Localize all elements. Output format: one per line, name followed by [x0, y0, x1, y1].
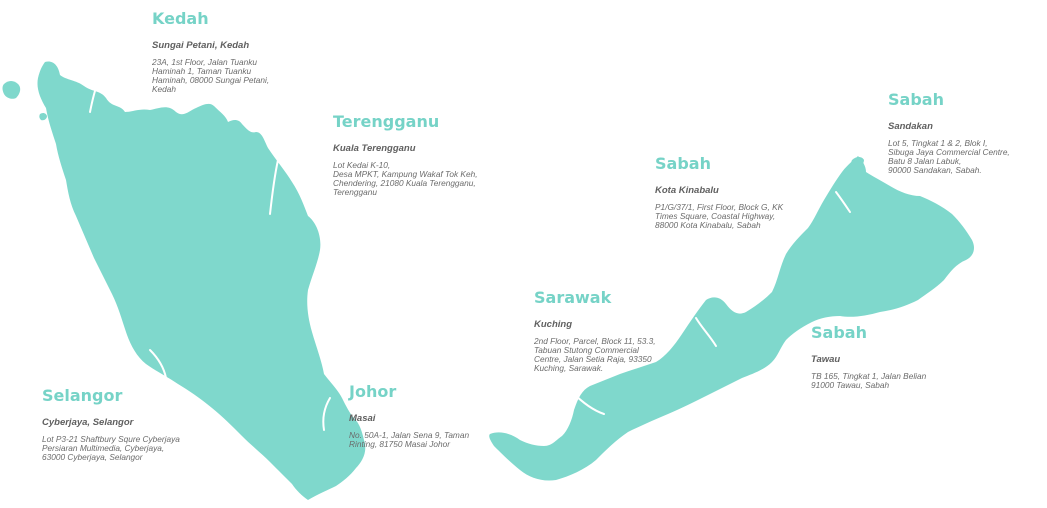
- langkawi-island: [2, 81, 21, 99]
- location-tawau: Sabah Tawau TB 165, Tingkat 1, Jalan Bel…: [811, 323, 926, 390]
- state-label: Sabah: [811, 323, 867, 342]
- sabah-interior-border: [835, 191, 851, 213]
- location-kota-kinabalu: Sabah Kota Kinabalu P1/G/37/1, First Flo…: [655, 154, 783, 230]
- selangor-border: [149, 349, 167, 379]
- terengganu-border: [269, 159, 279, 215]
- city-label: Kuala Terengganu: [333, 143, 416, 154]
- banggi-island: [851, 157, 864, 168]
- address-text: Lot Kedai K-10, Desa MPKT, Kampung Wakaf…: [333, 160, 478, 197]
- state-label: Johor: [349, 382, 397, 401]
- city-label: Kuching: [534, 319, 572, 330]
- sarawak-sabah-border: [695, 317, 717, 347]
- state-label: Kedah: [152, 9, 209, 28]
- address-text: P1/G/37/1, First Floor, Block G, KK Time…: [655, 202, 784, 230]
- address-text: 2nd Floor, Parcel, Block 11, 53.3, Tabua…: [534, 336, 656, 373]
- state-label: Selangor: [42, 386, 123, 405]
- city-label: Tawau: [811, 354, 841, 365]
- east-malaysia-landmass: [489, 156, 974, 481]
- address-text: TB 165, Tingkat 1, Jalan Belian 91000 Ta…: [811, 371, 927, 390]
- sarawak-division-border: [571, 391, 605, 415]
- city-label: Sandakan: [888, 121, 933, 132]
- address-text: 23A, 1st Floor, Jalan Tuanku Haminah 1, …: [152, 57, 270, 94]
- location-kuching: Sarawak Kuching 2nd Floor, Parcel, Block…: [534, 288, 656, 373]
- city-label: Kota Kinabalu: [655, 185, 719, 196]
- city-label: Masai: [349, 413, 376, 424]
- location-johor: Johor Masai No. 50A-1, Jalan Sena 9, Tam…: [349, 382, 469, 449]
- state-label: Sarawak: [534, 288, 612, 307]
- city-label: Cyberjaya, Selangor: [42, 417, 134, 428]
- location-selangor: Selangor Cyberjaya, Selangor Lot P3-21 S…: [42, 386, 180, 462]
- location-kedah: Kedah Sungai Petani, Kedah 23A, 1st Floo…: [152, 9, 269, 94]
- location-terengganu: Terengganu Kuala Terengganu Lot Kedai K-…: [333, 112, 478, 197]
- state-label: Terengganu: [333, 112, 440, 131]
- address-text: No. 50A-1, Jalan Sena 9, Taman Rinting, …: [349, 430, 470, 449]
- state-label: Sabah: [655, 154, 711, 173]
- johor-border: [322, 397, 331, 431]
- state-label: Sabah: [888, 90, 944, 109]
- address-text: Lot P3-21 Shaftbury Squre Cyberjaya Pers…: [42, 434, 180, 462]
- brunei-cutout: [751, 279, 767, 300]
- kedah-border: [89, 81, 99, 113]
- peninsular-malaysia-landmass: [37, 61, 366, 500]
- location-sandakan: Sabah Sandakan Lot 5, Tingkat 1 & 2, Blo…: [888, 90, 1010, 175]
- address-text: Lot 5, Tingkat 1 & 2, Blok I, Sibuga Jay…: [888, 138, 1010, 175]
- city-label: Sungai Petani, Kedah: [152, 40, 250, 51]
- penang-island: [39, 112, 47, 121]
